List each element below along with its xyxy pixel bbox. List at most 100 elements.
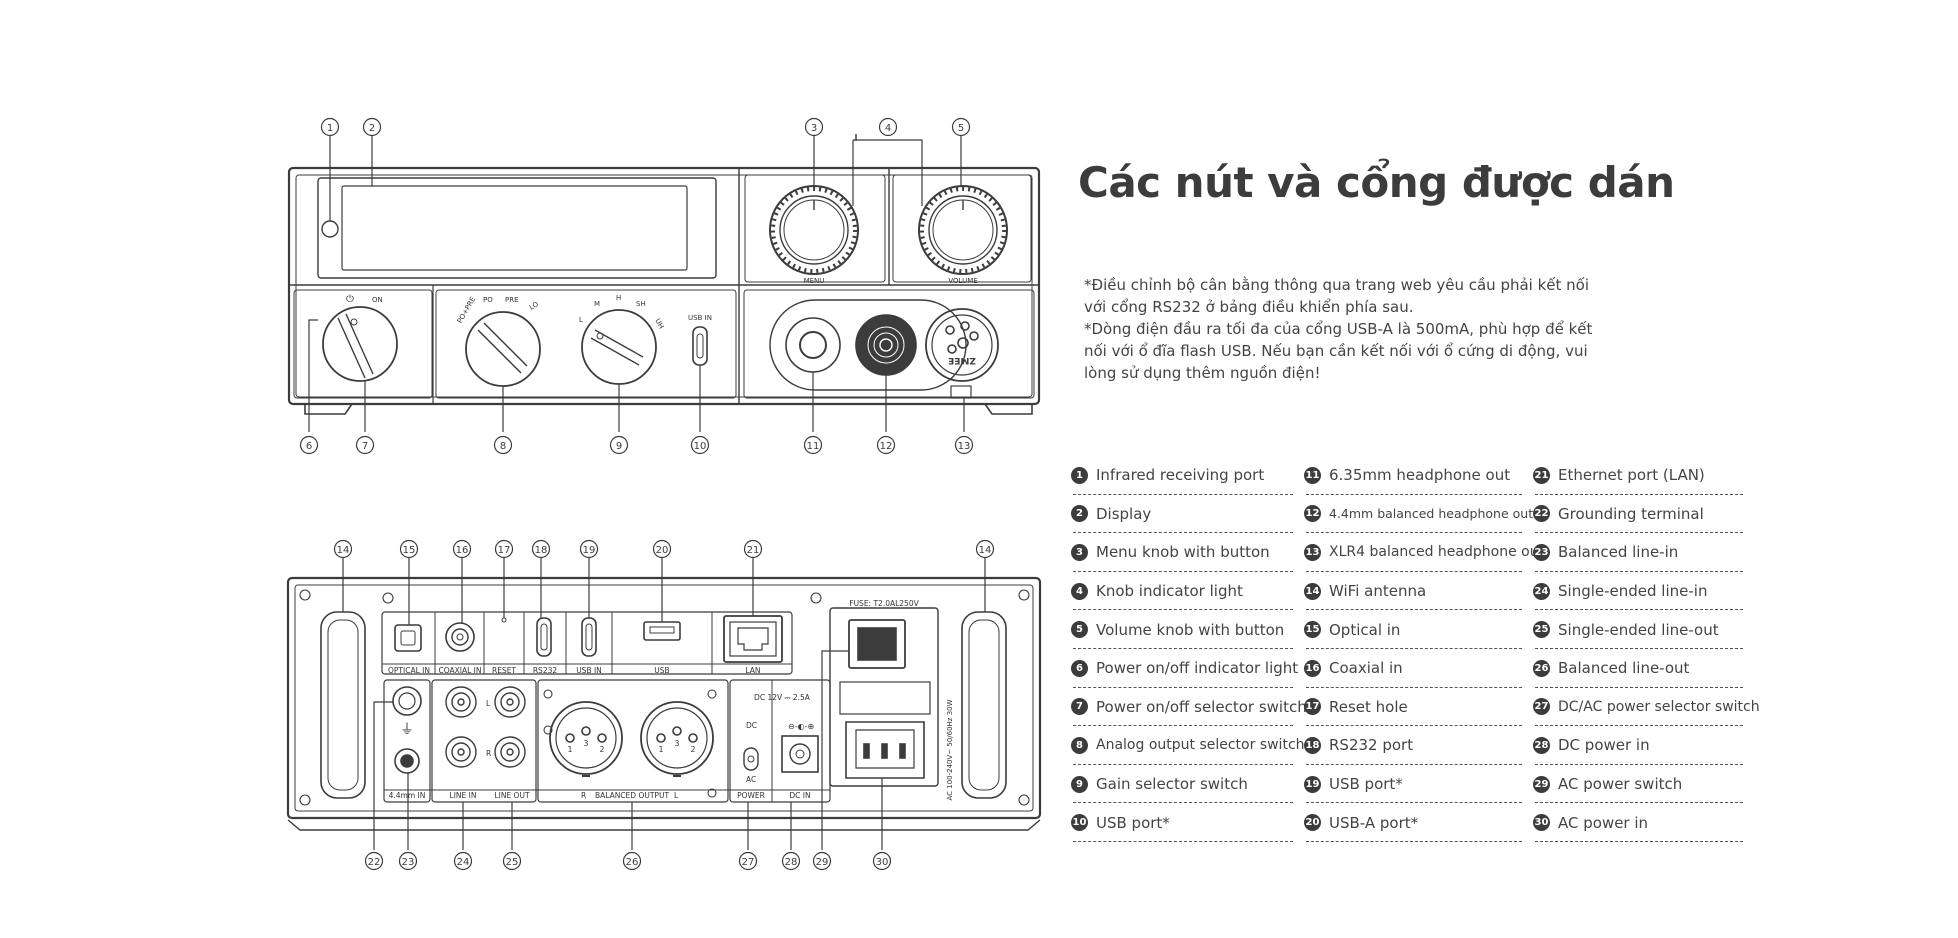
label-dc-spec: DC 12V ⎓ 2.5A — [754, 693, 811, 702]
xlr-l-pin1: 1 — [659, 745, 664, 754]
front-usb-port-icon — [692, 326, 708, 366]
callout-circle — [493, 435, 513, 455]
callout-number: 19 — [583, 545, 596, 556]
callout-number: 9 — [616, 441, 622, 452]
legend-label: USB-A port* — [1329, 813, 1419, 832]
output-label-po-pre: PO+PRE — [456, 296, 477, 325]
legend-label: 4.4mm balanced headphone out — [1329, 506, 1534, 522]
callout-circle — [453, 851, 473, 871]
callout-circle — [876, 435, 896, 455]
legend-number-badge: 30 — [1533, 814, 1550, 832]
callout-circle — [803, 435, 823, 455]
legend-label: Infrared receiving port — [1096, 466, 1265, 485]
legend-number-badge: 19 — [1304, 775, 1321, 793]
legend-label: AC power switch — [1558, 775, 1683, 794]
callout-circle — [954, 435, 974, 455]
callout-circle — [398, 851, 418, 871]
label-usb: USB — [654, 666, 669, 675]
callout-circle — [399, 539, 419, 559]
callout-number: 3 — [811, 123, 817, 134]
callout-circle — [652, 539, 672, 559]
callout-number: 18 — [535, 545, 548, 556]
gain-selector-icon — [581, 309, 657, 385]
legend-label: RS232 port — [1329, 736, 1414, 755]
legend-label: Single-ended line-in — [1558, 582, 1708, 601]
gain-label-m: M — [594, 300, 600, 308]
gain-label-sh: SH — [636, 300, 646, 308]
legend-item: 22 Grounding terminal — [1533, 495, 1743, 534]
legend-number-badge: 22 — [1533, 505, 1550, 523]
legend-number-badge: 20 — [1304, 814, 1321, 832]
callout-number: 24 — [457, 857, 470, 868]
power-icon: ⏻ — [346, 294, 354, 305]
legend-number-badge: 7 — [1071, 698, 1088, 716]
legend-label: Grounding terminal — [1558, 504, 1704, 523]
callout-circle — [622, 851, 642, 871]
label-power: POWER — [737, 791, 765, 800]
legend-number-badge: 18 — [1304, 736, 1321, 754]
callout-number: 14 — [979, 545, 992, 556]
dc-polarity-icon: ⊖-◐-⊕ — [788, 722, 814, 731]
legend-number-badge: 25 — [1533, 621, 1550, 639]
callout-circle — [812, 851, 832, 871]
callout-circle — [975, 539, 995, 559]
headphone-44-jack-icon — [855, 314, 917, 376]
callout-circle — [878, 117, 898, 137]
output-label-lo: LO — [528, 300, 540, 312]
legend-number-badge: 23 — [1533, 543, 1550, 561]
callout-circle — [364, 851, 384, 871]
optical-in-port-icon — [394, 624, 422, 652]
callout-number: 26 — [626, 857, 639, 868]
callout-circle — [362, 117, 382, 137]
label-optical-in: OPTICAL IN — [388, 666, 430, 675]
usb-a-port-icon — [643, 621, 681, 641]
callout-number: 7 — [362, 441, 368, 452]
legend-item: 20 USB-A port* — [1304, 803, 1522, 842]
ir-receiver-icon — [321, 220, 339, 238]
ac-power-switch-icon — [848, 619, 906, 669]
callout-number: 25 — [506, 857, 519, 868]
legend-label: USB port* — [1096, 813, 1170, 832]
front-callouts — [308, 134, 965, 432]
ethernet-port-icon — [723, 615, 783, 663]
callout-circle — [690, 435, 710, 455]
callout-number: 16 — [456, 545, 469, 556]
legend-number-badge: 21 — [1533, 466, 1550, 484]
legend-label: Balanced line-out — [1558, 659, 1690, 678]
callout-number: 2 — [369, 123, 375, 134]
output-selector-icon — [465, 311, 541, 387]
label-balanced-l: L — [674, 791, 679, 800]
menu-label: MENU — [804, 277, 825, 285]
rear-callouts — [342, 558, 986, 850]
callout-number: 5 — [958, 123, 964, 134]
legend-label: DC/AC power selector switch — [1558, 698, 1760, 715]
output-label-pre: PRE — [505, 296, 519, 304]
coaxial-in-port-icon — [445, 622, 475, 652]
legend-label: Knob indicator light — [1096, 582, 1243, 601]
legend-number-badge: 11 — [1304, 466, 1321, 484]
callout-circle — [494, 539, 514, 559]
rear-panel: ⏚ — [286, 576, 1042, 831]
reset-hole-icon — [501, 617, 507, 623]
callout-number: 1 — [327, 123, 333, 134]
callout-number: 14 — [337, 545, 350, 556]
legend-label: AC power in — [1558, 813, 1649, 832]
legend-item: 4 Knob indicator light — [1071, 572, 1293, 611]
legend-number-badge: 29 — [1533, 775, 1550, 793]
callout-number: 29 — [816, 857, 829, 868]
legend-number-badge: 4 — [1071, 582, 1088, 600]
callout-number: 15 — [403, 545, 416, 556]
legend-label: Coaxial in — [1329, 659, 1403, 678]
callout-circle — [609, 435, 629, 455]
label-rca-r: R — [486, 749, 491, 758]
callout-number: 23 — [402, 857, 415, 868]
